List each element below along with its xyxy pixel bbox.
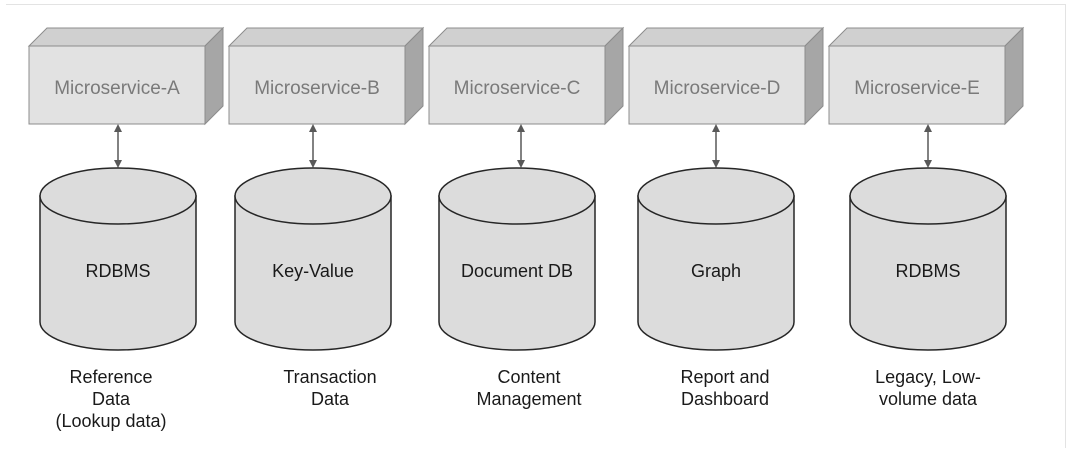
cylinder-top: [637, 167, 795, 225]
microservice-box: Microservice-D: [627, 26, 825, 126]
database-cylinder: Document DB: [438, 167, 596, 351]
microservice-label: Microservice-A: [54, 78, 180, 99]
database-cylinder: RDBMS: [39, 167, 197, 351]
caption-line: Content: [497, 367, 560, 387]
cylinder-top: [849, 167, 1007, 225]
box-front-face: [628, 45, 806, 125]
cylinder-body: [39, 195, 197, 351]
caption-line: Data: [92, 389, 131, 409]
box-top-face: [827, 27, 1025, 47]
column-caption: Legacy, Low-volume data: [875, 367, 981, 409]
database-cylinder: Graph: [637, 167, 795, 351]
cylinder-top: [438, 167, 596, 225]
caption-line: Legacy, Low-: [875, 367, 981, 387]
caption-line: Report and: [680, 367, 769, 387]
caption-line: Reference: [69, 367, 152, 387]
cylinder-body: [849, 195, 1007, 351]
cylinder-top: [234, 167, 392, 225]
microservice-label: Microservice-C: [454, 78, 581, 99]
database-cylinder: RDBMS: [849, 167, 1007, 351]
box-top-face: [27, 27, 225, 47]
database-label: RDBMS: [895, 261, 960, 281]
microservice-label: Microservice-E: [854, 78, 980, 99]
database-label: Graph: [691, 261, 741, 281]
microservice-label: Microservice-D: [654, 78, 781, 99]
database-label: Document DB: [461, 261, 573, 281]
box-front-face: [828, 45, 1006, 125]
database-label: Key-Value: [272, 261, 354, 281]
microservice-box: Microservice-C: [427, 26, 625, 126]
box-top-face: [627, 27, 825, 47]
box-top-face: [227, 27, 425, 47]
box-front-face: [228, 45, 406, 125]
cylinder-body: [234, 195, 392, 351]
microservice-box: Microservice-A: [27, 26, 225, 126]
caption-line: volume data: [879, 389, 978, 409]
column-e: Microservice-E RDBMS Legacy, Low-volume da…: [827, 26, 1025, 409]
microservice-box: Microservice-E: [827, 26, 1025, 126]
box-top-face: [427, 27, 625, 47]
microservice-box: Microservice-B: [227, 26, 425, 126]
database-label: RDBMS: [85, 261, 150, 281]
caption-line: Dashboard: [681, 389, 769, 409]
microservice-label: Microservice-B: [254, 78, 380, 99]
box-front-face: [28, 45, 206, 125]
cylinder-body: [438, 195, 596, 351]
database-cylinder: Key-Value: [234, 167, 392, 351]
caption-line: Data: [311, 389, 350, 409]
caption-line: Transaction: [283, 367, 376, 387]
cylinder-body: [637, 195, 795, 351]
caption-line: Management: [476, 389, 581, 409]
caption-line: (Lookup data): [55, 411, 166, 431]
cylinder-top: [39, 167, 197, 225]
